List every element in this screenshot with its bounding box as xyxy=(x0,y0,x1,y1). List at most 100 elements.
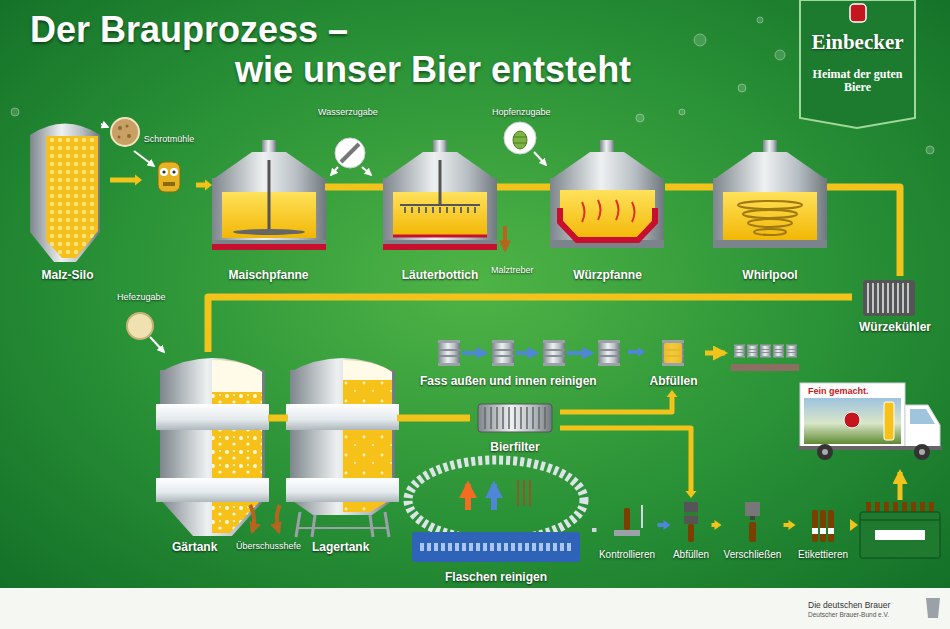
grist-icon xyxy=(111,118,139,146)
input-label: Hopfenzugabe xyxy=(492,107,551,118)
node-label: Kontrollieren xyxy=(599,549,655,561)
brewers-association-icon xyxy=(926,598,940,618)
connector xyxy=(208,297,852,352)
arrow-head xyxy=(205,180,212,191)
node-label: Whirlpool xyxy=(742,268,797,282)
connector xyxy=(196,180,212,191)
truck-slogan: Fein gemacht. xyxy=(808,386,869,397)
node-label: Lagertank xyxy=(312,540,369,554)
connector-line xyxy=(208,297,852,352)
capper-icon xyxy=(745,502,760,542)
node-label: Einbecker xyxy=(811,30,903,54)
output-label: Malztreber xyxy=(491,265,534,276)
node-label: Heimat der guten Biere xyxy=(812,68,904,94)
yeast-out-arrow xyxy=(250,505,254,532)
node-label: Würzpfanne xyxy=(573,268,642,282)
node-label: Flaschen reinigen xyxy=(445,570,547,584)
cooler-box: Würzekühler xyxy=(852,276,938,336)
connector-line xyxy=(325,184,383,191)
vessel-box: Whirlpool xyxy=(713,140,827,284)
bottle-washer xyxy=(408,460,584,562)
node-label: Abfüllen xyxy=(650,374,698,388)
beer-filter xyxy=(478,404,552,432)
association-box: Die deutschen BrauerDeutscher Brauer-Bun… xyxy=(800,592,920,626)
logo-box: EinbeckerHeimat der guten Biere xyxy=(800,0,915,125)
connector xyxy=(628,347,645,357)
node-label: Würzekühler xyxy=(859,320,931,334)
connector xyxy=(712,520,722,530)
node-label: Malz-Silo xyxy=(41,268,93,282)
output-label: Überschusshefe xyxy=(236,541,301,552)
keg-clean-arrows xyxy=(462,351,592,355)
node-label: Gärtank xyxy=(172,540,217,554)
connector-line xyxy=(592,528,597,532)
labeler-icon xyxy=(812,510,834,542)
connector xyxy=(325,187,383,188)
yeast-arrow xyxy=(150,337,164,352)
crate-arrow xyxy=(850,519,858,531)
node-label: Etikettieren xyxy=(798,549,848,561)
vessel-box: Läuterbottich xyxy=(383,140,497,284)
wort-kettle-interior xyxy=(560,190,655,240)
filter-box: Bierfilter xyxy=(470,400,560,456)
keg-fill-box: Abfüllen xyxy=(645,336,702,390)
title: Der Brauprozess – wie unser Bier entsteh… xyxy=(30,9,631,90)
fermentation-tank xyxy=(156,358,269,536)
connector-line xyxy=(196,183,206,188)
node-label: Schrotmühle xyxy=(144,134,195,145)
whirlpool-interior xyxy=(723,192,817,240)
connector-line xyxy=(560,428,691,492)
connector-line xyxy=(658,523,665,527)
arrow-head xyxy=(664,520,671,530)
lagering-tank xyxy=(286,358,399,537)
water-icon xyxy=(331,138,371,175)
mill-box: Schrotmühle xyxy=(142,134,196,198)
arrow-head xyxy=(789,520,796,530)
malt-fill xyxy=(46,136,98,258)
title-block: Der Brauprozess – wie unser Bier entsteh… xyxy=(30,10,670,90)
connector-line xyxy=(497,184,550,191)
connector-line xyxy=(628,350,639,354)
grist-arrow xyxy=(134,151,154,166)
connector xyxy=(560,428,697,498)
filler-icon xyxy=(684,502,698,542)
connector xyxy=(784,520,796,530)
connector-line xyxy=(268,415,288,422)
grist-dots xyxy=(118,125,132,139)
node-label: Bierfilter xyxy=(490,440,539,454)
connector xyxy=(497,187,550,188)
connector xyxy=(592,530,597,531)
truck-arrow xyxy=(898,472,903,500)
connector xyxy=(827,187,900,276)
mill-icon xyxy=(158,162,180,192)
step-box: Abfüllen xyxy=(671,498,712,562)
connector-line xyxy=(827,187,900,276)
arrow-head xyxy=(135,175,142,186)
silo-box: Malz-Silo xyxy=(25,118,110,284)
connector-line xyxy=(665,184,713,191)
connector xyxy=(658,520,671,530)
step-box: Verschließen xyxy=(722,498,784,562)
vessel-box: Würzpfanne xyxy=(550,140,665,284)
connector xyxy=(397,418,470,419)
logo-badge xyxy=(850,4,866,22)
arrow-head xyxy=(715,520,722,530)
arrow-head xyxy=(667,390,678,397)
grist-arrow xyxy=(101,124,108,127)
bottle-wash-box: Flaschen reinigen xyxy=(400,458,592,586)
title-spacer xyxy=(382,10,670,50)
inspection-icon xyxy=(614,505,642,536)
connector xyxy=(110,175,142,186)
connector xyxy=(665,187,713,188)
connector xyxy=(268,418,288,419)
wort-cooler xyxy=(863,280,915,316)
tank-box: Gärtank xyxy=(158,352,268,556)
vessel-box: Maischpfanne xyxy=(212,140,325,284)
keg-clean-box: Fass außen und innen reinigen xyxy=(415,336,628,390)
malt-silo xyxy=(30,124,100,263)
